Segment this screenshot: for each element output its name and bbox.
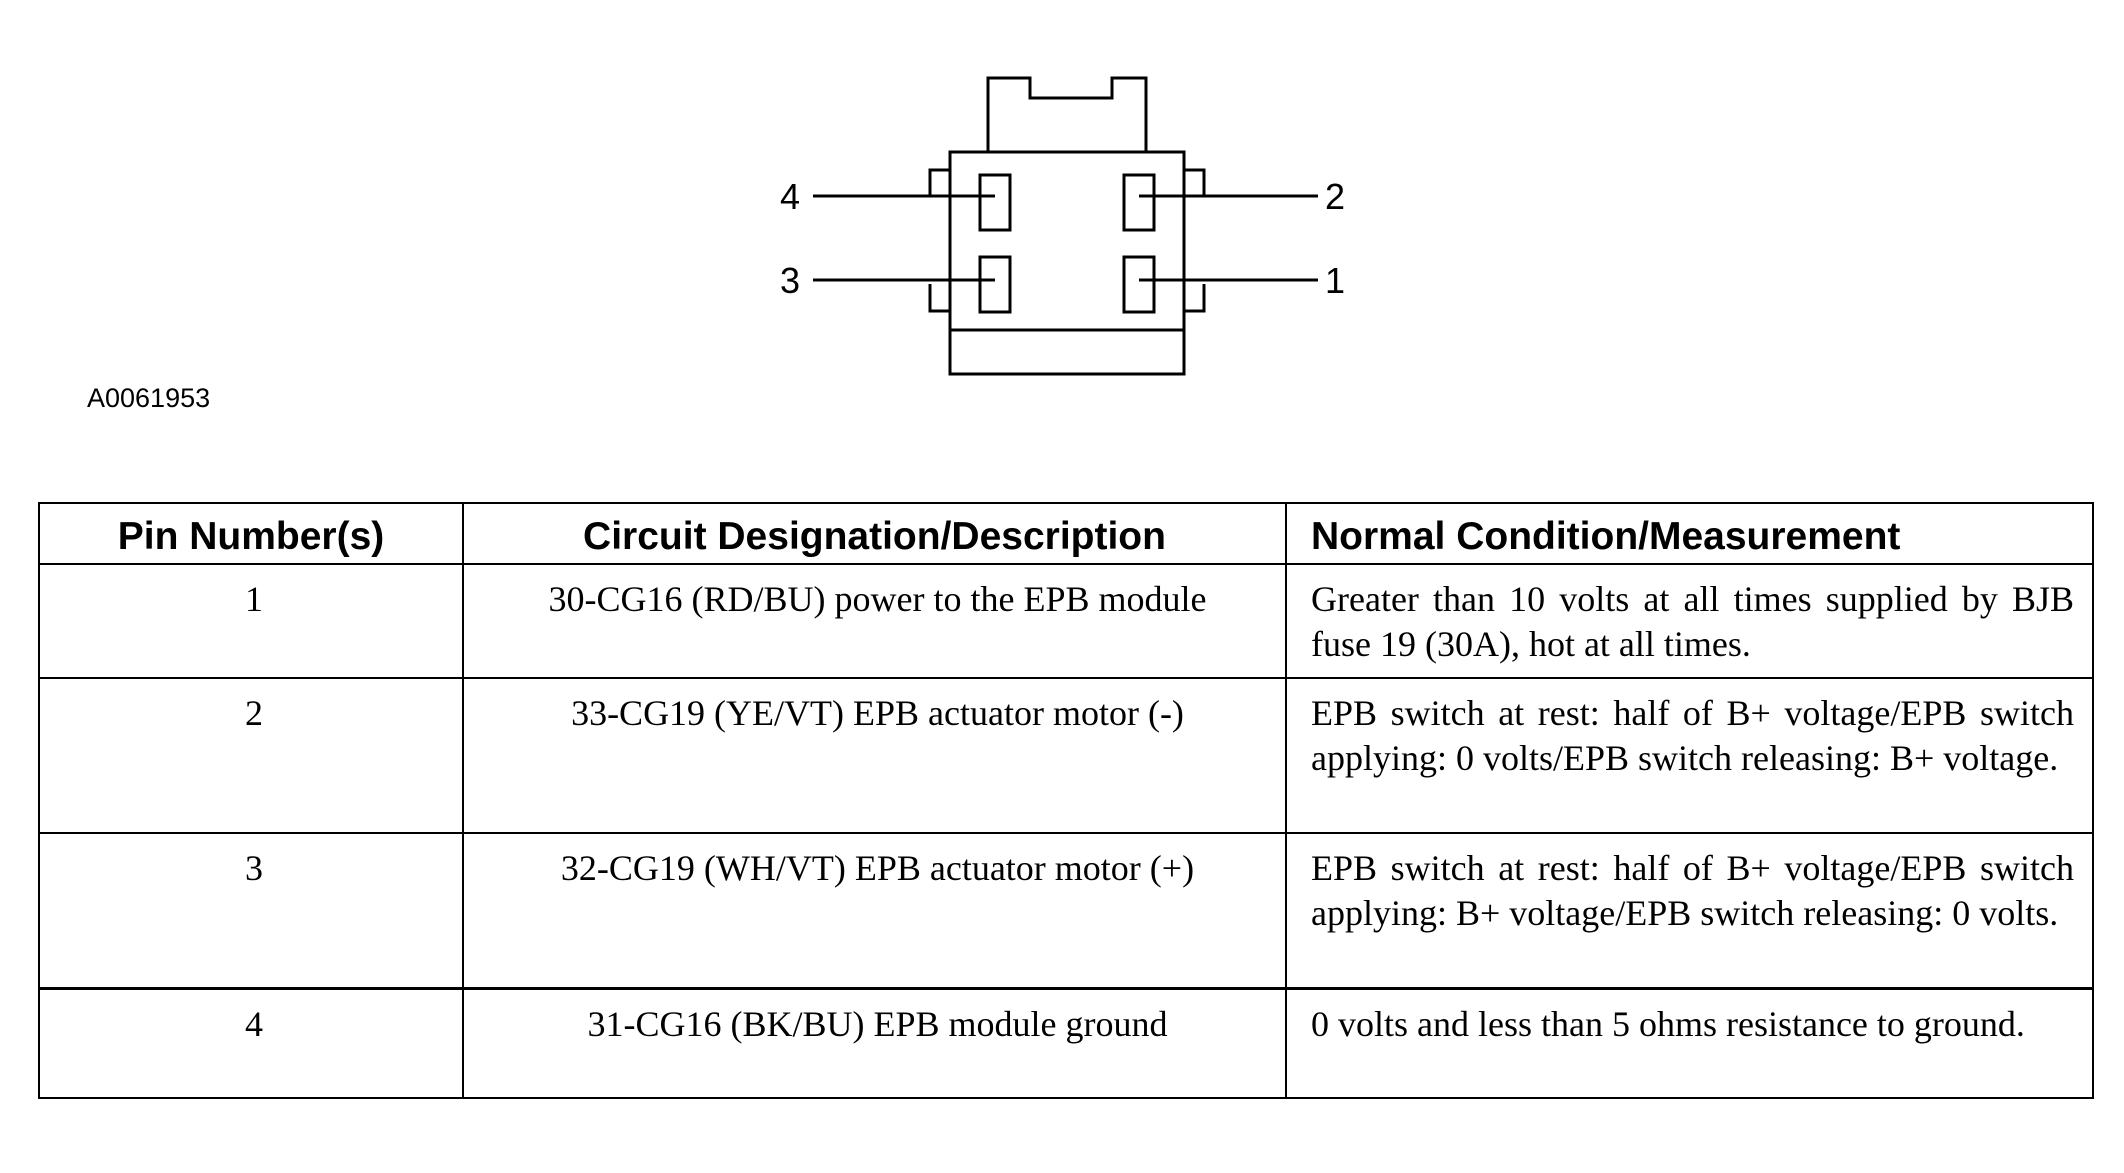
table-header-row: Pin Number(s) Circuit Designation/Descri… bbox=[38, 502, 2094, 565]
cell-circuit: 31-CG16 (BK/BU) EPB module ground bbox=[462, 986, 1287, 1099]
cell-measurement: Greater than 10 volts at all times suppl… bbox=[1285, 563, 2094, 679]
header-pin-number: Pin Number(s) bbox=[38, 502, 464, 565]
table-row: 2 33-CG19 (YE/VT) EPB actuator motor (-)… bbox=[38, 677, 2094, 834]
cell-circuit: 30-CG16 (RD/BU) power to the EPB module bbox=[462, 563, 1287, 679]
cell-pin: 4 bbox=[38, 986, 464, 1099]
pinout-table: Pin Number(s) Circuit Designation/Descri… bbox=[38, 502, 2094, 1099]
cell-pin: 2 bbox=[38, 677, 464, 834]
figure-id: A0061953 bbox=[87, 383, 211, 413]
pin-cavity-1 bbox=[1122, 255, 1156, 314]
table-row: 4 31-CG16 (BK/BU) EPB module ground 0 vo… bbox=[38, 986, 2094, 1099]
side-tab-left-bottom bbox=[928, 284, 950, 313]
connector-diagram: 4 2 3 1 bbox=[780, 76, 1345, 376]
pin-label-1: 1 bbox=[1325, 260, 1345, 301]
table-row: 3 32-CG19 (WH/VT) EPB actuator motor (+)… bbox=[38, 832, 2094, 989]
cell-measurement: 0 volts and less than 5 ohms resistance … bbox=[1285, 986, 2094, 1099]
side-tab-left-top bbox=[928, 168, 950, 197]
pin-cavity-4 bbox=[978, 173, 1012, 232]
header-measurement: Normal Condition/Measurement bbox=[1285, 502, 2094, 565]
connector-body bbox=[948, 150, 1186, 376]
pin-cavity-2 bbox=[1122, 173, 1156, 232]
pin-label-4: 4 bbox=[780, 176, 800, 217]
cell-measurement: EPB switch at rest: half of B+ voltage/E… bbox=[1285, 832, 2094, 989]
cell-pin: 1 bbox=[38, 563, 464, 679]
side-tab-right-bottom bbox=[1184, 284, 1206, 313]
pin-label-2: 2 bbox=[1325, 176, 1345, 217]
table-row: 1 30-CG16 (RD/BU) power to the EPB modul… bbox=[38, 563, 2094, 679]
pin-label-3: 3 bbox=[780, 260, 800, 301]
cell-circuit: 33-CG19 (YE/VT) EPB actuator motor (-) bbox=[462, 677, 1287, 834]
cell-pin: 3 bbox=[38, 832, 464, 989]
connector-latch bbox=[986, 76, 1148, 152]
pin-cavity-3 bbox=[978, 255, 1012, 314]
side-tab-right-top bbox=[1184, 168, 1206, 197]
header-circuit: Circuit Designation/Description bbox=[462, 502, 1287, 565]
cell-circuit: 32-CG19 (WH/VT) EPB actuator motor (+) bbox=[462, 832, 1287, 989]
cell-measurement: EPB switch at rest: half of B+ voltage/E… bbox=[1285, 677, 2094, 834]
